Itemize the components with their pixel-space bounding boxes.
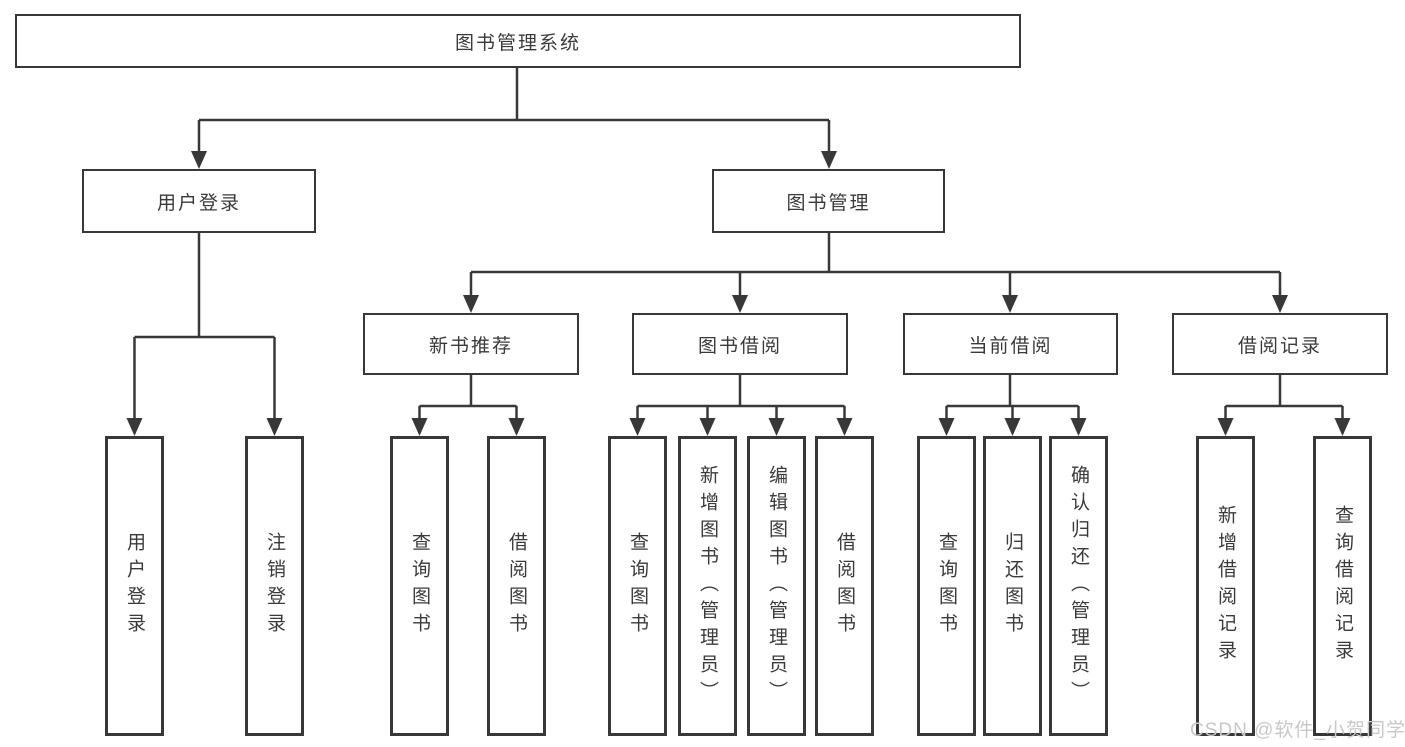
leaf-label: 查询图书 xyxy=(936,532,957,640)
leaf-label: 用户登录 xyxy=(124,532,145,640)
arrowhead-icon xyxy=(411,418,428,436)
leaf-label: 借阅图书 xyxy=(506,532,527,640)
arrowhead-icon xyxy=(508,418,525,436)
leaf-label: 新增图书（管理员） xyxy=(697,464,718,708)
arrowhead-icon xyxy=(1002,295,1018,313)
leaf-label: 新增借阅记录 xyxy=(1215,505,1236,667)
arrowhead-icon xyxy=(732,295,748,313)
leaf-query-borrow-record: 查询借阅记录 xyxy=(1313,436,1372,736)
leaf-user-login: 用户登录 xyxy=(105,436,164,736)
node-label: 图书管理系统 xyxy=(454,32,581,54)
arrowhead-icon xyxy=(699,418,716,436)
arrowhead-icon xyxy=(1272,295,1288,313)
arrowhead-icon xyxy=(191,151,207,169)
arrowhead-icon xyxy=(1217,418,1234,436)
leaf-query-books-new: 查询图书 xyxy=(390,436,449,736)
leaf-edit-books-admin: 编辑图书（管理员） xyxy=(747,436,806,736)
leaf-label: 归还图书 xyxy=(1002,532,1023,640)
arrowhead-icon xyxy=(1334,418,1351,436)
arrowhead-icon xyxy=(1070,418,1087,436)
node-book-management: 图书管理 xyxy=(712,169,945,233)
node-library-management-system: 图书管理系统 xyxy=(15,14,1021,68)
arrowhead-icon xyxy=(836,418,853,436)
leaf-label: 查询图书 xyxy=(627,532,648,640)
leaf-logout: 注销登录 xyxy=(245,436,304,736)
node-user-login: 用户登录 xyxy=(82,169,316,233)
leaf-add-borrow-record: 新增借阅记录 xyxy=(1196,436,1255,736)
arrowhead-icon xyxy=(821,151,837,169)
leaf-label: 注销登录 xyxy=(264,532,285,640)
leaf-return-books: 归还图书 xyxy=(983,436,1042,736)
leaf-label: 编辑图书（管理员） xyxy=(766,464,787,708)
leaf-query-books-borrow: 查询图书 xyxy=(608,436,667,736)
arrowhead-icon xyxy=(463,295,479,313)
leaf-borrow-books-new: 借阅图书 xyxy=(487,436,546,736)
csdn-watermark: CSDN @软件_小贺同学 xyxy=(1190,720,1405,741)
arrowhead-icon xyxy=(266,418,283,436)
arrowhead-icon xyxy=(768,418,785,436)
node-borrowing-records: 借阅记录 xyxy=(1172,313,1388,375)
leaf-add-books-admin: 新增图书（管理员） xyxy=(678,436,737,736)
arrowhead-icon xyxy=(1004,418,1021,436)
leaf-label: 确认归还（管理员） xyxy=(1068,464,1089,708)
arrowhead-icon xyxy=(629,418,646,436)
node-new-book-recommendation: 新书推荐 xyxy=(363,313,579,375)
node-label: 图书管理 xyxy=(786,192,871,214)
node-label: 当前借阅 xyxy=(968,335,1053,357)
leaf-label: 借阅图书 xyxy=(834,532,855,640)
node-label: 新书推荐 xyxy=(428,335,513,357)
leaf-confirm-return-admin: 确认归还（管理员） xyxy=(1049,436,1108,736)
node-current-borrowing: 当前借阅 xyxy=(903,313,1118,375)
node-label: 图书借阅 xyxy=(697,335,782,357)
node-book-borrowing: 图书借阅 xyxy=(632,313,848,375)
leaf-query-books-current: 查询图书 xyxy=(917,436,976,736)
leaf-label: 查询借阅记录 xyxy=(1332,505,1353,667)
node-label: 用户登录 xyxy=(156,192,241,214)
arrowhead-icon xyxy=(126,418,143,436)
leaf-label: 查询图书 xyxy=(409,532,430,640)
arrowhead-icon xyxy=(938,418,955,436)
node-label: 借阅记录 xyxy=(1237,335,1322,357)
leaf-borrow-books: 借阅图书 xyxy=(815,436,874,736)
